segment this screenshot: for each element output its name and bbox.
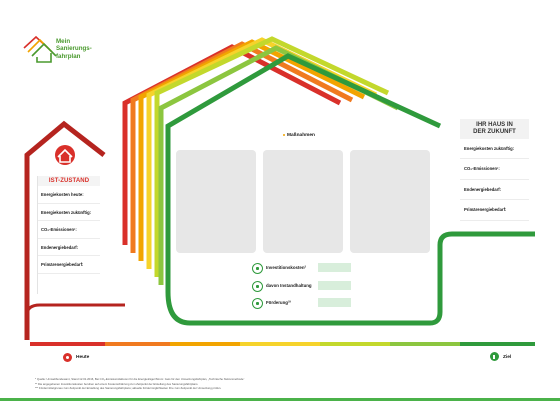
zukunft-title-line-1: IHR HAUS IN <box>476 122 513 128</box>
massnahme-box-3[interactable] <box>350 150 430 253</box>
ist-row-energy-cost-today: Energiekosten heute: <box>38 186 100 204</box>
wrench-icon <box>252 281 263 292</box>
zukunft-row-final-energy: Endenergiebedarf: <box>460 180 529 201</box>
massnahme-box-1[interactable] <box>176 150 256 253</box>
massnahmen-label: Maßnahmen <box>287 133 315 138</box>
footnote-1: * Quelle: Umweltbundesamt, Stand 12.01.2… <box>35 377 245 381</box>
flag-icon <box>490 352 499 361</box>
zukunft-row-co2: CO₂-Emissionen¹: <box>460 159 529 180</box>
location-pin-icon <box>63 353 72 362</box>
subsidy-field[interactable] <box>318 298 351 307</box>
timeline-start-label: Heute <box>76 355 90 360</box>
house-outline-ist-base <box>25 303 125 340</box>
ist-zustand-title: IST-ZUSTAND <box>38 176 100 186</box>
massnahme-box-2[interactable] <box>263 150 343 253</box>
zukunft-title-line-2: DER ZUKUNFT <box>473 128 516 135</box>
logo-wordmark: Mein Sanierungs- fahrplan <box>56 38 92 60</box>
investment-field[interactable] <box>318 263 351 272</box>
zukunft-row-primary-energy: Primärenergiebedarf: <box>460 200 529 221</box>
footnote-2: ** Die angegebenen Investitionskosten be… <box>35 381 199 386</box>
zukunft-title: IHR HAUS IN DER ZUKUNFT <box>460 119 529 139</box>
zukunft-row-energy-cost: Energiekosten zukünftig: <box>460 139 529 160</box>
ist-zustand-panel: IST-ZUSTAND Energiekosten heute: Energie… <box>37 176 100 294</box>
subsidy-icon <box>252 298 263 309</box>
logo-icon <box>23 35 57 63</box>
finance-label-investment: Investitionskosten² <box>266 265 307 270</box>
maintenance-field[interactable] <box>318 281 351 290</box>
bottom-accent-bar <box>0 398 560 401</box>
timeline-end-label: Ziel <box>503 355 512 360</box>
house-outline-ist <box>24 120 106 340</box>
footnotes: * Quelle: Umweltbundesamt, Stand 12.01.2… <box>35 377 495 391</box>
massnahmen-bullet <box>283 133 285 136</box>
house-outline-green-floor <box>165 231 535 326</box>
logo-line-3: fahrplan <box>56 52 81 60</box>
ist-row-primary-energy: Primärenergiebedarf: <box>38 256 100 274</box>
logo-line-2: Sanierungs- <box>56 45 92 53</box>
house-outline-green-main <box>165 53 442 292</box>
ist-row-final-energy: Endenergiebedarf: <box>38 239 100 256</box>
logo-line-1: Mein <box>56 38 71 45</box>
massnahmen-heading: Maßnahmen <box>283 133 315 138</box>
ist-row-energy-cost-future: Energiekosten zukünftig: <box>38 204 100 221</box>
finance-label-subsidy: Förderung³³ <box>266 300 291 305</box>
ist-house-icon <box>57 148 73 163</box>
coins-icon <box>252 263 263 274</box>
zukunft-panel: IHR HAUS IN DER ZUKUNFT Energiekosten zu… <box>460 119 529 230</box>
footnote-3: *** Fördermittelgrunau zum Zeitpunkt der… <box>35 386 222 391</box>
house-outline-lime <box>154 36 390 277</box>
ist-row-co2: CO₂-Emissionen¹: <box>38 221 100 239</box>
finance-label-maintenance: davon Instandhaltung <box>266 283 312 288</box>
